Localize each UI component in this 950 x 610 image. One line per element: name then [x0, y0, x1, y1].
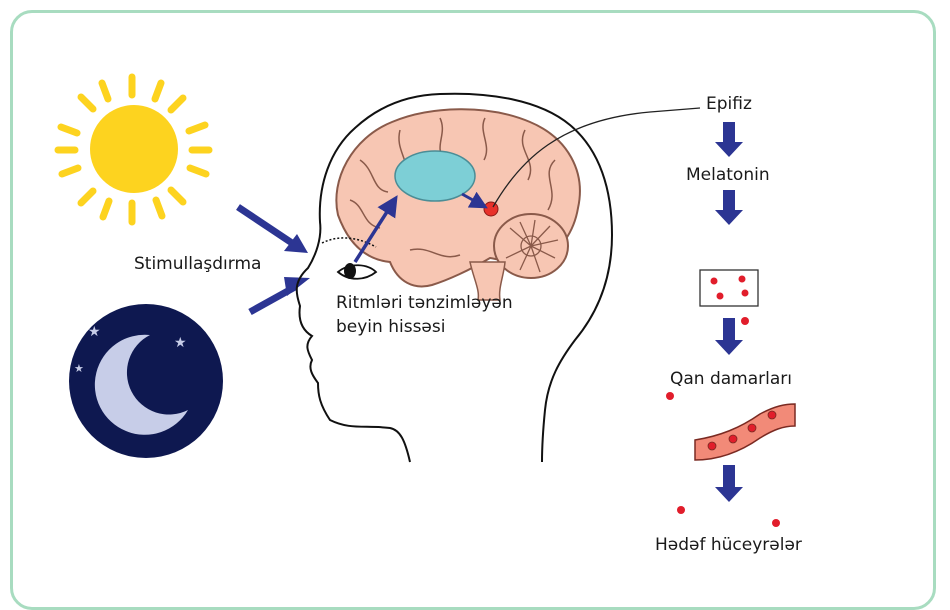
label-melatonin: Melatonin — [686, 164, 770, 186]
melatonin-box — [700, 270, 758, 306]
moon-icon: ★ ★ ★ — [69, 304, 223, 458]
sun-icon — [58, 77, 209, 222]
label-epiphysis: Epifiz — [706, 93, 752, 115]
svg-text:★: ★ — [74, 362, 84, 375]
blood-vessel — [695, 404, 795, 460]
label-brain-region-line1: Ritmləri tənzimləyən — [336, 292, 513, 314]
label-brain-region-line2: beyin hissəsi — [336, 316, 445, 338]
label-stimulation: Stimullaşdırma — [134, 253, 261, 275]
label-blood-vessels: Qan damarları — [670, 368, 792, 390]
svg-text:★: ★ — [88, 324, 101, 340]
svg-text:★: ★ — [174, 335, 187, 351]
label-target-cells: Hədəf hüceyrələr — [655, 534, 802, 556]
